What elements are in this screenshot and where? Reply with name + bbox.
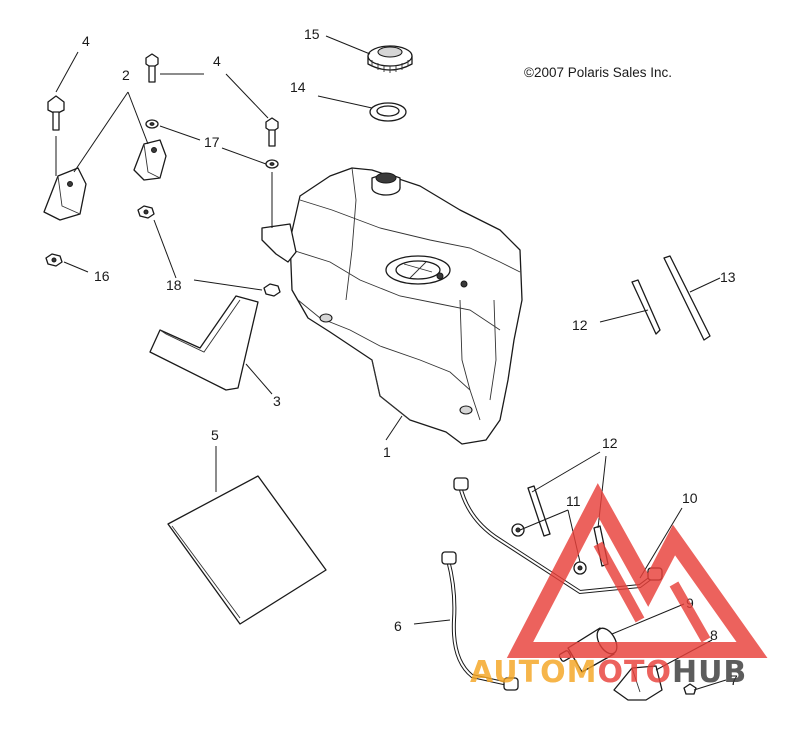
callout-10: 10 [682,490,698,506]
callout-18: 18 [166,277,182,293]
watermark: AUTOMOTOHUB [470,483,768,690]
callout-2: 2 [122,67,130,83]
callout-6: 6 [394,618,402,634]
callout-3: 3 [273,393,281,409]
heat-shield-sheet [167,475,327,625]
grommets [511,523,587,575]
foam-pad [149,295,259,391]
filter-clamp [613,665,663,701]
callout-1: 1 [383,444,391,460]
callout-14: 14 [290,79,306,95]
callout-17: 17 [204,134,220,150]
fuel-cap [367,45,413,73]
tank-straps [527,255,711,567]
copyright-text: ©2007 Polaris Sales Inc. [524,65,672,80]
watermark-triangle-logo [506,483,768,658]
callout-5: 5 [211,427,219,443]
callout-12-lower: 12 [602,435,618,451]
bolts [47,53,279,147]
callout-15: 15 [304,26,320,42]
callout-11: 11 [566,493,581,509]
callout-16: 16 [94,268,110,284]
callout-4-left: 4 [82,33,90,49]
callout-12-upper: 12 [572,317,588,333]
callout-labels: 1 2 3 4 4 5 6 7 8 9 10 11 12 12 13 14 15… [82,26,738,688]
watermark-text-moto: OTO [597,655,671,690]
callout-13: 13 [720,269,736,285]
watermark-text: AUTOMOTOHUB [470,655,747,690]
tank-brackets [43,139,167,221]
watermark-text-hub: HUB [672,655,747,690]
cap-gasket [369,102,407,122]
callout-8: 8 [710,627,718,643]
callout-7: 7 [730,672,738,688]
watermark-text-auto: AUTOM [470,655,597,690]
fuel-tank [261,167,523,445]
callout-4-right: 4 [213,53,221,69]
clamp-screw [683,683,697,695]
small-hardware [45,119,281,297]
